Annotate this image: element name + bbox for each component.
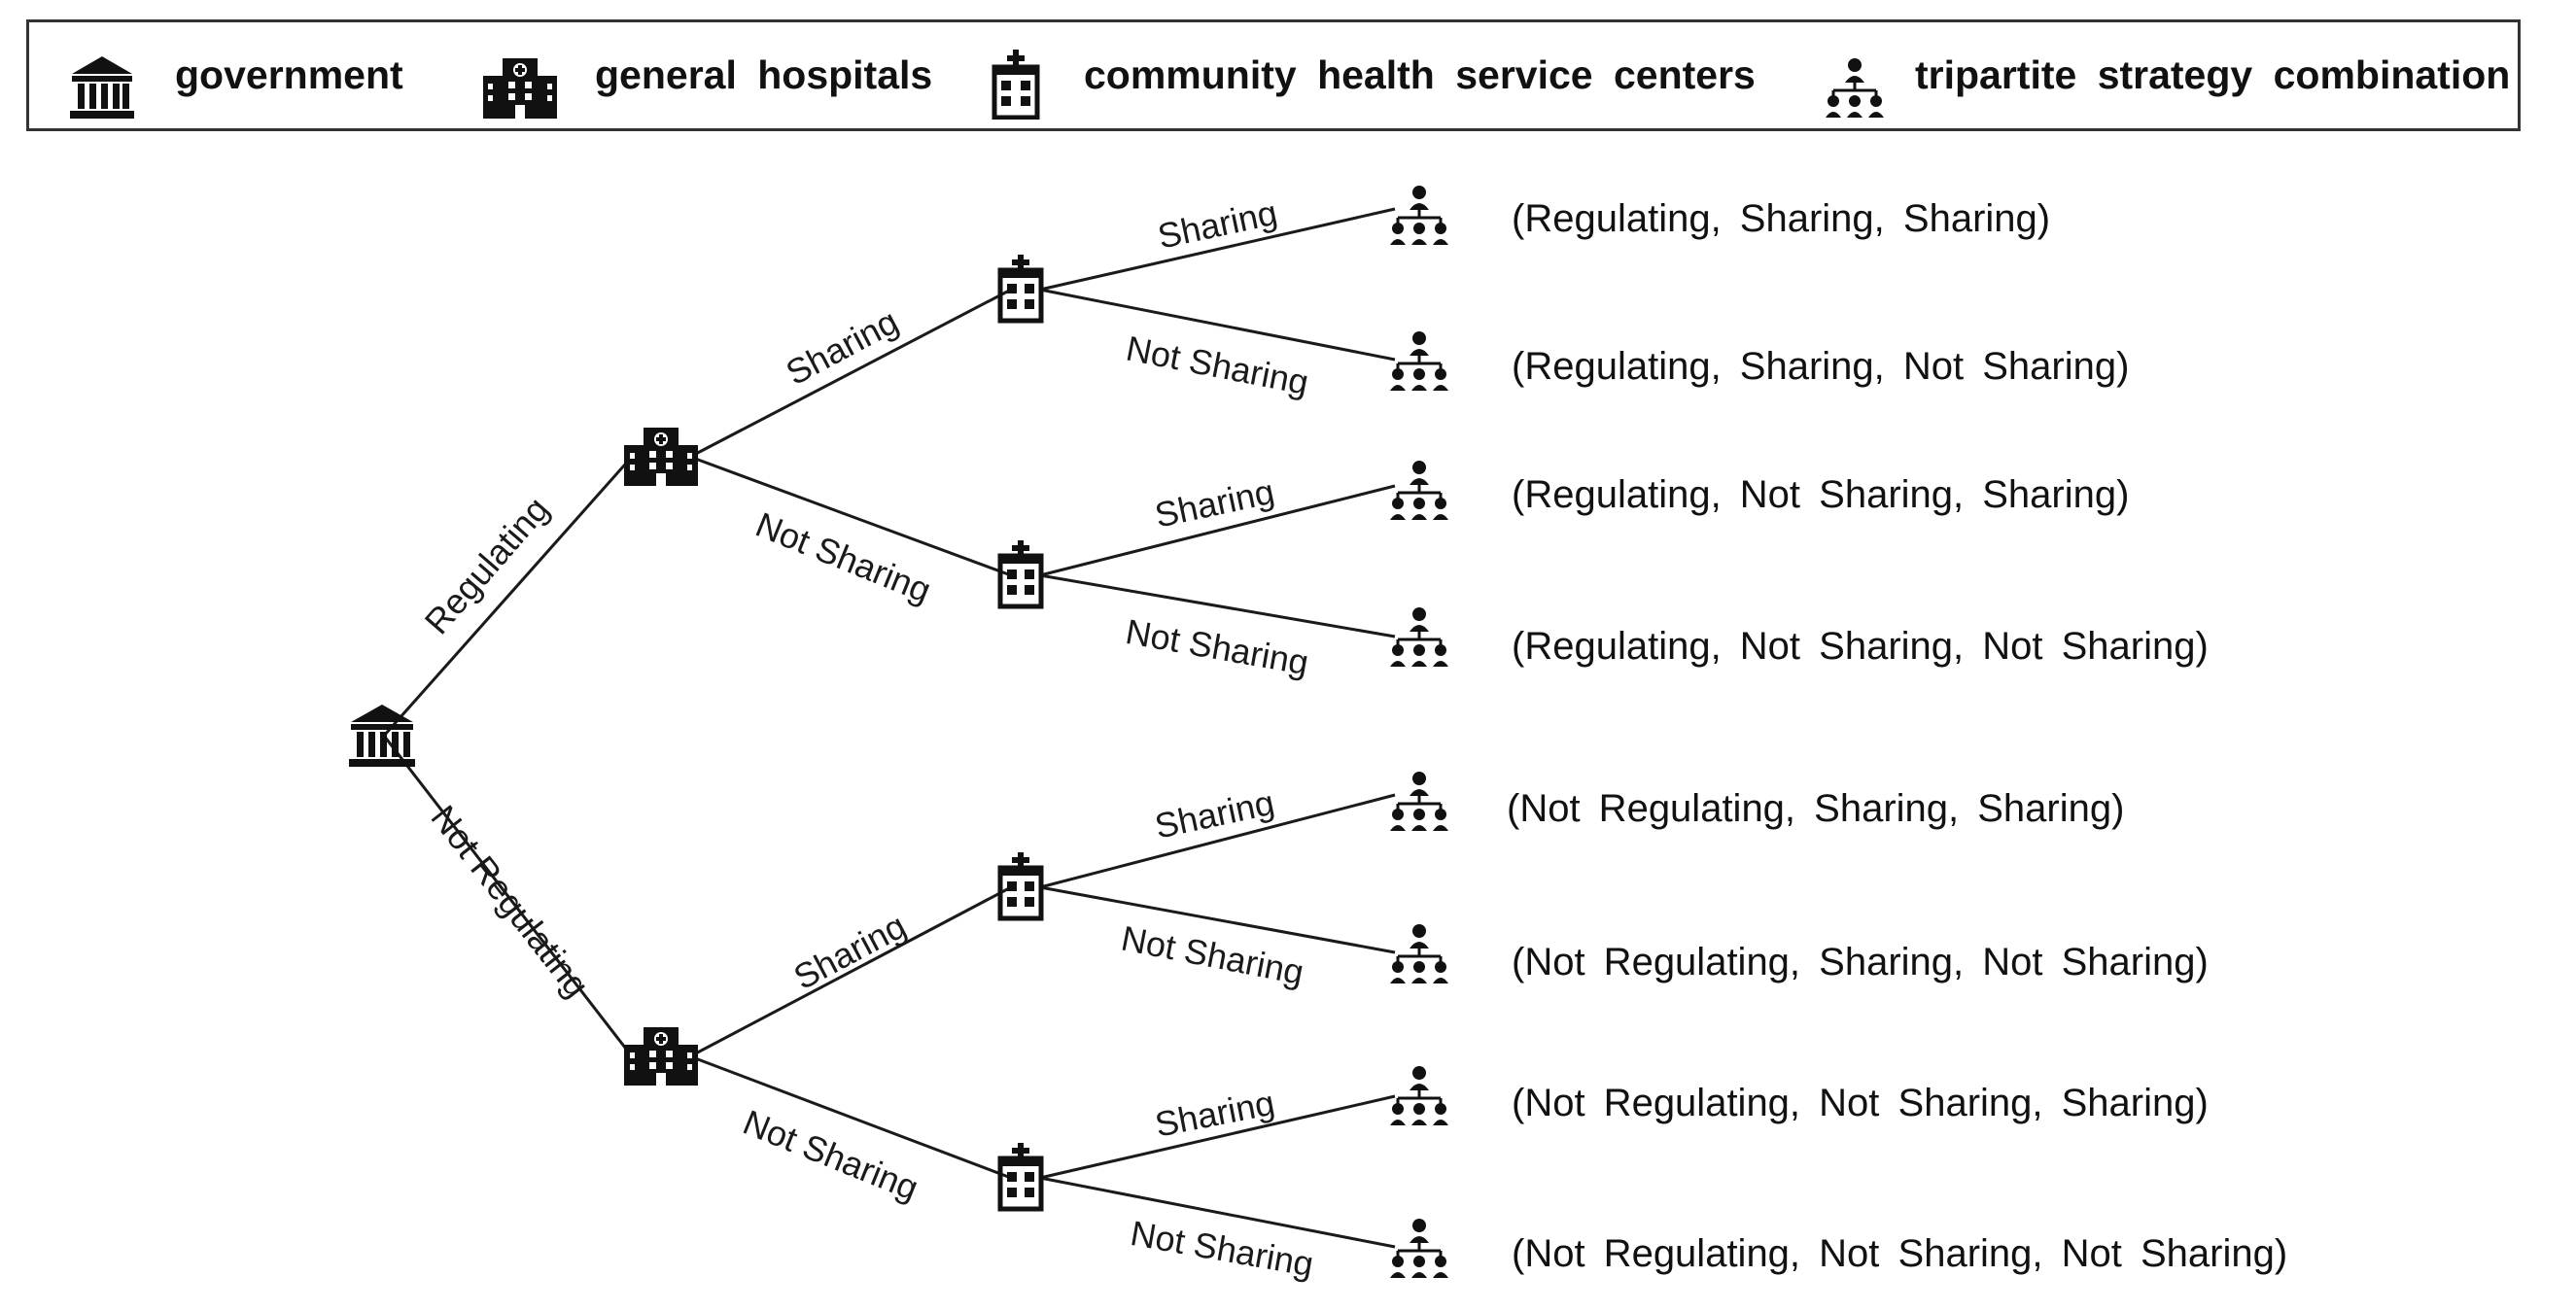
edge-label-c1-sharing: Sharing: [1154, 192, 1280, 257]
edge-label-hospital-upper-not-sharing: Not Sharing: [750, 504, 937, 610]
combination-node-3-icon: [1388, 459, 1450, 522]
combination-node-1-icon: [1388, 184, 1450, 247]
edge-hospital-lower-not-sharing: [689, 1054, 1012, 1180]
hospital-legend-icon: [483, 58, 557, 119]
hospital-node-lower-icon: [624, 1027, 698, 1086]
legend-combination-label: tripartite strategy combination: [1915, 52, 2511, 97]
combination-node-5-icon: [1388, 770, 1450, 833]
edge-label-c1-not-sharing: Not Sharing: [1123, 328, 1311, 402]
edge-hospital-upper-sharing: [689, 288, 1012, 459]
community-legend-icon: [992, 50, 1040, 120]
edge-hospital-upper-not-sharing: [689, 455, 1012, 577]
edge-label-c2-sharing: Sharing: [1151, 471, 1277, 535]
combination-node-8-icon: [1388, 1217, 1450, 1280]
legend-community-label: community health service centers: [1084, 52, 1756, 97]
legend-box: government general hospitals community h…: [26, 19, 2521, 131]
edge-c3-not-sharing: [1039, 885, 1396, 954]
combination-node-2-icon: [1388, 329, 1450, 393]
combination-node-4-icon: [1388, 605, 1450, 669]
community-node-1-icon: [1000, 255, 1041, 321]
government-legend-icon: [70, 56, 134, 119]
outcome-3: (Regulating, Not Sharing, Sharing): [1512, 473, 2129, 516]
outcome-8: (Not Regulating, Not Sharing, Not Sharin…: [1512, 1232, 2287, 1275]
outcome-5: (Not Regulating, Sharing, Sharing): [1507, 787, 2124, 830]
legend-government-label: government: [175, 52, 403, 97]
outcome-4: (Regulating, Not Sharing, Not Sharing): [1512, 625, 2209, 668]
edge-label-hospital-lower-not-sharing: Not Sharing: [738, 1102, 924, 1208]
edge-label-hospital-lower-sharing: Sharing: [787, 906, 913, 997]
edge-label-not-regulating: Not Regulating: [423, 798, 597, 1005]
edge-c2-not-sharing: [1039, 573, 1396, 638]
edge-label-c3-not-sharing: Not Sharing: [1118, 917, 1306, 992]
outcome-2: (Regulating, Sharing, Not Sharing): [1512, 345, 2129, 388]
edge-c2-sharing: [1039, 484, 1396, 577]
edge-label-c4-sharing: Sharing: [1152, 1083, 1278, 1145]
edge-label-c4-not-sharing: Not Sharing: [1128, 1213, 1316, 1284]
edge-label-c3-sharing: Sharing: [1151, 782, 1277, 846]
legend-hospitals-label: general hospitals: [595, 52, 933, 97]
edge-c4-not-sharing: [1039, 1176, 1396, 1249]
combination-node-6-icon: [1388, 922, 1450, 985]
edge-c3-sharing: [1039, 793, 1396, 889]
combination-node-7-icon: [1388, 1064, 1450, 1127]
edge-c4-sharing: [1039, 1094, 1396, 1180]
outcome-7: (Not Regulating, Not Sharing, Sharing): [1512, 1082, 2209, 1124]
edge-c1-sharing: [1039, 207, 1396, 292]
community-node-3-icon: [1000, 852, 1041, 918]
edge-label-c2-not-sharing: Not Sharing: [1123, 611, 1311, 682]
outcome-6: (Not Regulating, Sharing, Not Sharing): [1512, 941, 2209, 983]
combination-legend-icon: [1826, 58, 1884, 118]
edge-hospital-lower-sharing: [689, 885, 1012, 1058]
edge-c1-not-sharing: [1039, 288, 1396, 362]
outcome-1: (Regulating, Sharing, Sharing): [1512, 197, 2050, 240]
edge-regulating: [382, 456, 634, 737]
edge-not-regulating: [382, 735, 634, 1057]
hospital-node-upper-icon: [624, 428, 698, 486]
